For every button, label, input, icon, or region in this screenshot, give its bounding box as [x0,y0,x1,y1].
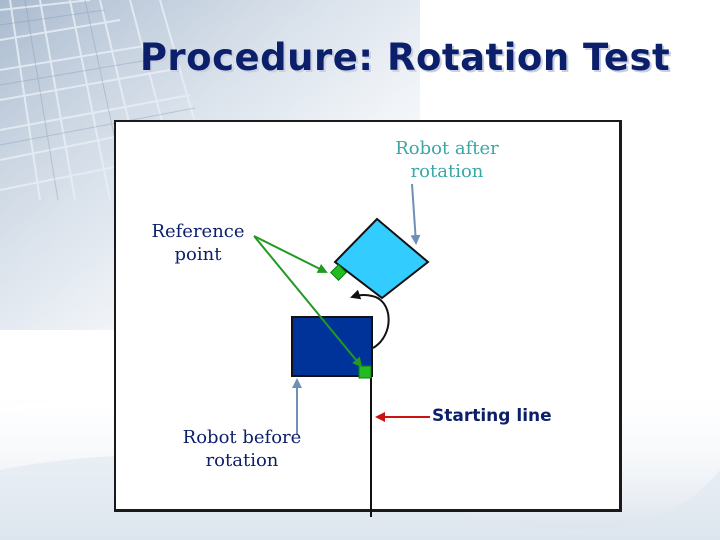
label-robot-after-line1: Robot after [395,138,499,159]
label-reference-line2: point [174,244,222,265]
label-robot-after-rotation: Robot after rotation [372,137,522,183]
label-robot-before-rotation: Robot before rotation [162,426,322,472]
label-robot-before-line2: rotation [205,450,279,471]
label-reference-line1: Reference [151,221,245,242]
robot-after-rotation [333,217,430,300]
slide-title: Procedure: Rotation Test [139,36,671,79]
reference-point-after [330,264,347,281]
reference-point-before [358,365,372,379]
reference-arrow-before [253,235,363,368]
reference-arrow-after [253,235,328,273]
label-reference-point: Reference point [136,220,260,266]
robot-after-arrow [410,183,421,245]
label-robot-before-line1: Robot before [182,427,302,448]
rotation-arrow [350,289,390,349]
label-robot-after-line2: rotation [410,161,484,182]
label-starting-line: Starting line [432,406,552,426]
